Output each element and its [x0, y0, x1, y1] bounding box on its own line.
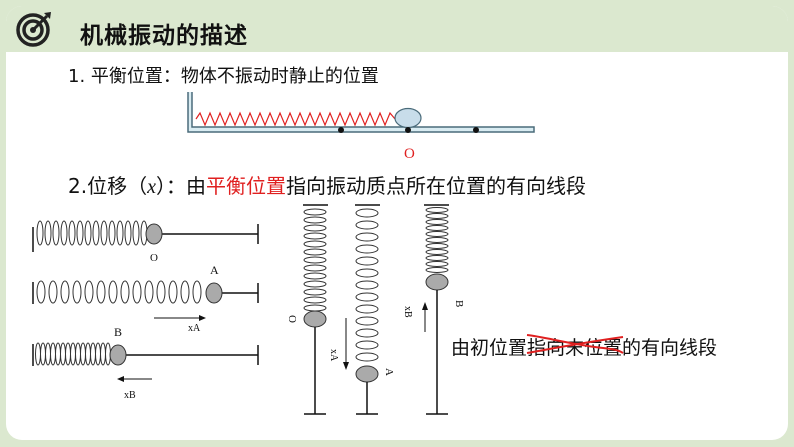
h2-label-xA: xA: [188, 323, 201, 334]
note-struck: 指向末位置: [526, 333, 624, 360]
point2-mid: ）：由: [155, 174, 206, 198]
title-bar: 机械振动的描述: [6, 6, 788, 52]
note-start: 由初位置: [451, 337, 528, 359]
target-icon: [16, 12, 51, 47]
v2-label-xA: xA: [328, 349, 339, 362]
h-spring-A: A xA: [32, 263, 259, 334]
h2-label-A: A: [210, 263, 219, 277]
point2-suffix: 指向振动质点所在位置的有向线段: [285, 174, 586, 198]
h-spring-B: B xB: [32, 325, 259, 401]
note-end: 的有向线段: [622, 337, 718, 359]
page-title: 机械振动的描述: [80, 23, 248, 49]
h3-label-B: B: [114, 325, 122, 339]
v-spring-A: xA A: [328, 204, 395, 415]
v3-label-B: B: [453, 300, 465, 307]
top-spring-diagram: O: [187, 92, 535, 162]
v-spring-B: xB B: [402, 204, 465, 415]
top-ball: [394, 107, 422, 129]
point2-prefix: 2.位移（: [68, 174, 148, 198]
h1-label-O: O: [150, 252, 158, 264]
strike-mark: [526, 334, 624, 354]
h3-label-xB: xB: [124, 390, 136, 401]
point-displacement: 2.位移（x）：由平衡位置指向振动质点所在位置的有向线段: [68, 170, 586, 199]
top-label-O: O: [404, 146, 415, 162]
v2-label-A: A: [383, 368, 395, 376]
displacement-note: 由初位置指向末位置的有向线段: [451, 333, 717, 360]
point-equilibrium: 1. 平衡位置：物体不振动时静止的位置: [68, 66, 379, 87]
physics-diagrams: O O A xA: [32, 92, 535, 415]
note-struck-text: 指向末位置: [527, 337, 623, 359]
point2-highlight: 平衡位置: [205, 174, 286, 198]
v-spring-O: O: [286, 204, 328, 415]
v3-label-xB: xB: [402, 306, 413, 318]
slide: 机械振动的描述 1. 平衡位置：物体不振动时静止的位置 2.位移（x）：由平衡位…: [6, 6, 788, 440]
top-spring: [195, 111, 396, 127]
point2-var: x: [147, 176, 156, 198]
h-spring-O: O: [32, 220, 259, 264]
v1-label-O: O: [286, 315, 298, 323]
